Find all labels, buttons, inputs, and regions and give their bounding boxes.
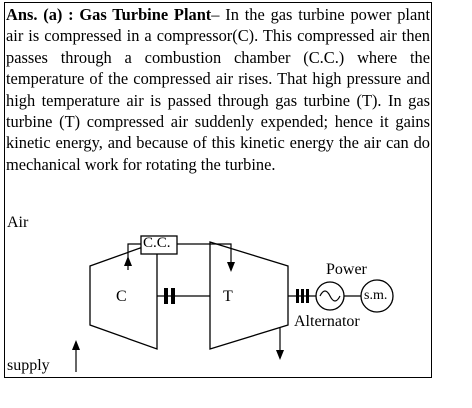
answer-paragraph: Ans. (a) : Gas Turbine Plant– In the gas… bbox=[6, 4, 430, 175]
turbine-label: T bbox=[223, 288, 233, 305]
answer-heading: Ans. (a) : Gas Turbine Plant bbox=[6, 5, 212, 24]
exhaust-arrow bbox=[276, 350, 284, 360]
coupling2-left bbox=[296, 289, 299, 303]
air-label: Air bbox=[7, 214, 29, 231]
combustion-chamber-box bbox=[140, 235, 178, 255]
air-supply-arrow bbox=[72, 340, 80, 350]
flow-arrow-down bbox=[227, 262, 235, 272]
coupling2-right bbox=[306, 289, 309, 303]
turbine-shape bbox=[209, 241, 289, 350]
motor-label: s.m. bbox=[364, 288, 388, 303]
combustion-chamber-label: C.C. bbox=[143, 235, 171, 251]
flow-cc-to-turbine bbox=[177, 243, 232, 270]
supply-label: supply bbox=[7, 357, 50, 374]
power-label: Power bbox=[326, 261, 367, 278]
flow-arrow-up bbox=[124, 256, 132, 266]
motor-circle bbox=[360, 279, 394, 313]
answer-body: – In the gas turbine power plant air is … bbox=[6, 5, 431, 174]
document-frame bbox=[4, 2, 432, 378]
coupling-left bbox=[164, 288, 168, 304]
compressor-label: C bbox=[116, 288, 127, 305]
coupling-right bbox=[171, 288, 175, 304]
alternator-label: Alternator bbox=[294, 313, 360, 330]
alternator-sine bbox=[319, 290, 341, 302]
coupling2-mid bbox=[301, 289, 304, 303]
compressor-shape bbox=[89, 241, 158, 350]
